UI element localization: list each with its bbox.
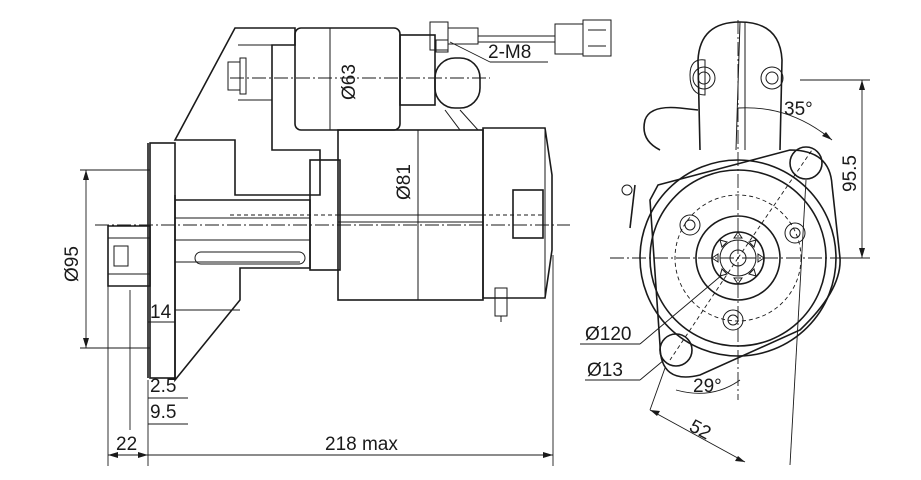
label-29deg: 29°	[693, 376, 722, 397]
mount-hole-top	[789, 146, 823, 180]
side-view	[95, 19, 612, 383]
brush-holder	[512, 189, 544, 239]
label-d63: Ø63	[339, 64, 360, 100]
solenoid-ear	[697, 21, 783, 151]
mount-hole-bottom	[659, 333, 693, 367]
label-bolt: 2-M8	[488, 42, 531, 63]
label-95-5: 95.5	[840, 155, 861, 192]
terminal-boot	[434, 57, 481, 109]
label-d81: Ø81	[394, 164, 415, 200]
rear-cover	[482, 127, 553, 299]
front-view	[610, 20, 870, 400]
label-22: 22	[116, 434, 137, 455]
label-35deg: 35°	[784, 99, 813, 120]
front-flange	[649, 149, 841, 378]
side-dimensions: 2-M8 Ø63 Ø81 Ø95 14 2.5 9.5 22	[62, 41, 554, 466]
label-52: 52	[686, 416, 715, 444]
drive-housing	[174, 195, 311, 383]
label-218: 218 max	[325, 434, 398, 455]
label-14: 14	[150, 302, 172, 323]
label-2-5: 2.5	[150, 376, 176, 397]
front-dimensions: 35° 95.5 Ø120 Ø13 29° 52	[580, 79, 870, 466]
label-d13: Ø13	[587, 360, 623, 381]
mounting-flange	[149, 142, 176, 379]
terminal-connector	[429, 19, 612, 57]
label-9-5: 9.5	[150, 402, 176, 423]
solenoid-cap	[399, 34, 436, 106]
upper-housing	[173, 27, 321, 196]
pinion-nose	[107, 225, 151, 287]
label-d120: Ø120	[585, 324, 631, 345]
label-d95: Ø95	[62, 246, 83, 282]
